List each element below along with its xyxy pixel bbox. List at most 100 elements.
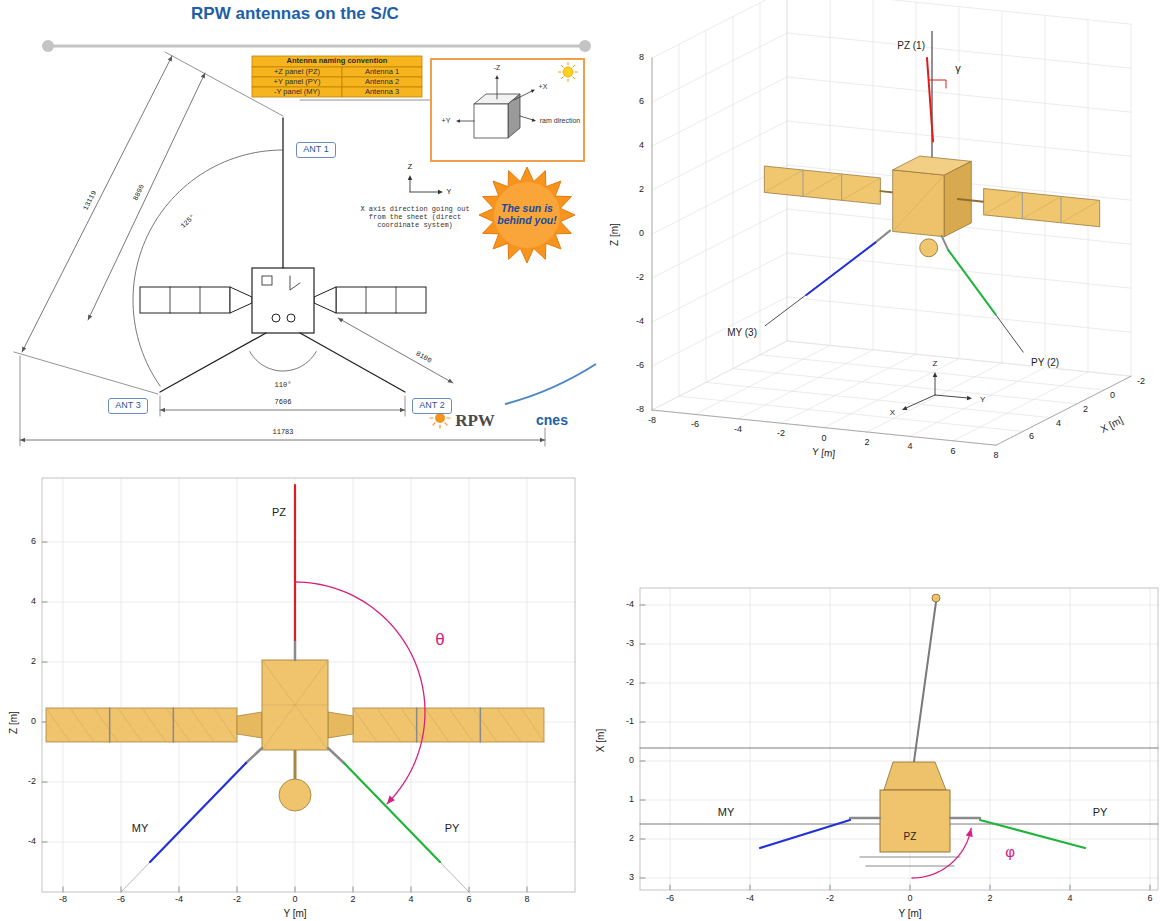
array-yoke — [230, 287, 252, 313]
mesh-line — [377, 708, 401, 742]
mesh-line — [353, 708, 377, 742]
angle-arc — [133, 150, 283, 386]
mesh-line — [497, 708, 521, 742]
antenna-dish — [279, 779, 311, 811]
tick-label: 3 — [629, 873, 634, 883]
dish-stem — [294, 750, 297, 779]
table-header-cell — [252, 56, 422, 67]
axis-letter: Z — [932, 360, 939, 369]
grid-line — [953, 372, 1088, 441]
grid-line — [1088, 20, 1089, 372]
tick-label: 4 — [31, 597, 36, 607]
tick-label: -4 — [636, 317, 644, 327]
tick-mark — [640, 683, 645, 684]
slide-drawing — [14, 40, 596, 446]
grid-line — [679, 44, 680, 396]
mesh-line — [142, 708, 166, 742]
tick-label: -6 — [117, 895, 125, 905]
mesh-line — [190, 708, 214, 742]
array-divider — [173, 708, 175, 742]
tick-mark — [237, 887, 238, 892]
axis-title: Y [m] — [898, 908, 921, 919]
tick-label: 0 — [629, 756, 634, 766]
tick-mark — [910, 885, 911, 890]
tick-label: -6 — [636, 361, 644, 371]
array-divider — [170, 287, 171, 313]
sun-ray — [568, 63, 569, 66]
sun-badge: The sun is behind you! — [477, 165, 577, 265]
grid-line — [63, 478, 64, 892]
grid-line — [787, 121, 1131, 156]
grid-line — [652, 0, 787, 58]
antenna-3 — [160, 333, 266, 392]
logo-text: cnes — [536, 413, 568, 428]
array-divider — [841, 174, 842, 200]
yz-plot — [42, 478, 575, 892]
grid-line — [733, 17, 734, 369]
dimension-line — [160, 410, 405, 411]
angle-label: θ — [434, 631, 445, 650]
antenna-stem — [950, 817, 980, 820]
logo-ray — [445, 423, 447, 425]
solar-array — [336, 287, 426, 313]
extension-line — [405, 396, 406, 416]
grid-line — [353, 478, 354, 892]
antenna-pz — [294, 485, 296, 640]
dimension: 8896 — [132, 184, 146, 202]
mesh-line — [46, 708, 70, 742]
array-divider — [803, 170, 804, 196]
grid-line — [670, 588, 671, 890]
antenna-stem — [942, 236, 949, 250]
grid-line — [706, 382, 1050, 417]
mesh-line — [262, 705, 328, 706]
grid-line — [1045, 15, 1046, 367]
arrowhead — [966, 828, 973, 837]
tick-label: 0 — [907, 894, 912, 904]
solar-array — [140, 287, 230, 313]
sun-ray — [573, 77, 575, 79]
axis-line — [497, 78, 498, 99]
angle-arc — [912, 828, 971, 878]
axis-letter: X — [889, 409, 896, 418]
axis-line — [935, 375, 936, 395]
grid-line — [652, 77, 787, 146]
tick-label: -8 — [59, 895, 67, 905]
sun-rays — [479, 167, 575, 263]
tick-label: -2 — [233, 895, 241, 905]
tick-mark — [42, 782, 47, 783]
grid-line — [652, 253, 787, 322]
grid-line — [996, 376, 1131, 445]
array-divider — [416, 708, 418, 742]
slide-bar-end — [579, 40, 591, 52]
grid-line — [42, 542, 575, 543]
boom-tip — [932, 594, 940, 602]
mesh-line — [449, 708, 473, 742]
tick-mark — [640, 644, 645, 645]
grid-line — [237, 478, 238, 892]
tick-label: 4 — [408, 895, 413, 905]
tick-label: 8 — [524, 895, 529, 905]
axis-line — [906, 395, 935, 408]
array-yoke — [314, 287, 336, 313]
grid-line — [640, 605, 1158, 606]
tick-label: -2 — [626, 678, 634, 688]
grid-line — [640, 761, 1158, 762]
axis-label: +X — [539, 83, 548, 91]
arrowhead — [400, 408, 405, 413]
tick-mark — [990, 885, 991, 890]
logo-ray — [439, 425, 440, 428]
arrowhead — [531, 90, 535, 93]
dimension-line — [20, 440, 545, 441]
extension-line — [165, 52, 283, 116]
tick-label: 4 — [1067, 894, 1072, 904]
arrowhead — [495, 75, 499, 79]
dimension-line — [338, 318, 453, 383]
array-divider — [366, 287, 367, 313]
tick-label: 1 — [629, 795, 634, 805]
xy-plot — [640, 588, 1158, 890]
solar-array — [46, 708, 237, 742]
tick-mark — [640, 878, 645, 879]
tick-label: -4 — [746, 894, 754, 904]
tick-label: 0 — [639, 229, 644, 239]
